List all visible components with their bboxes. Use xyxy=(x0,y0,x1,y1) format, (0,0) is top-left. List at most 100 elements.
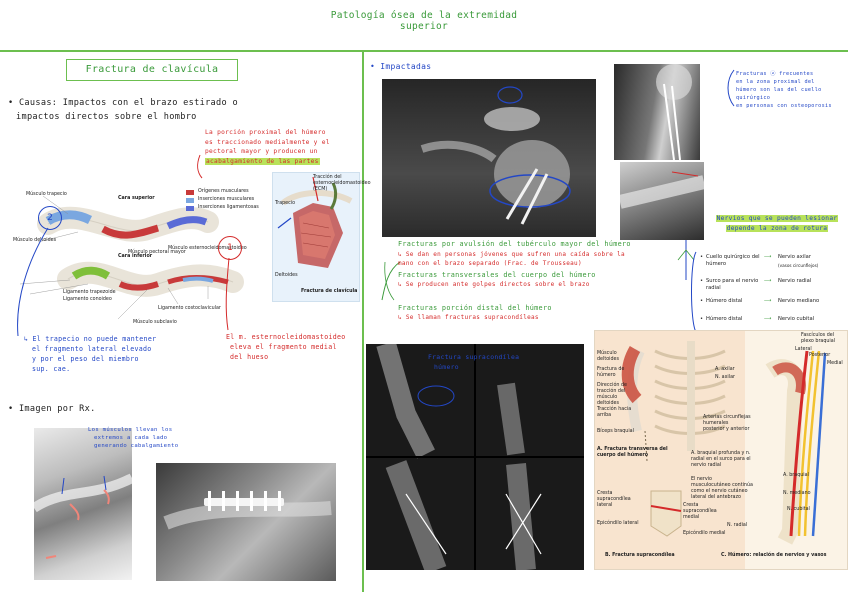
legend-muscle-insertions: Inserciones musculares xyxy=(198,197,255,202)
atlas-label-epicondilo-lateral: Epicóndilo lateral xyxy=(597,521,639,526)
nerve-row: • Húmero distal ⟶ Nervio cubital xyxy=(700,316,846,330)
bullet-icon: • xyxy=(700,278,704,284)
nerve-zone: Húmero distal xyxy=(706,316,743,322)
atlas-caption-c: C. Húmero: relación de nervios y vasos xyxy=(721,553,827,558)
atlas-label-medial: Medial xyxy=(827,361,843,366)
fractures-list: Fracturas por avulsión del tubérculo may… xyxy=(398,240,634,323)
shoulder-ct-image xyxy=(382,79,596,237)
atlas-label-axilar-n: N. axilar xyxy=(715,375,735,380)
marker-2: 2 xyxy=(38,206,62,230)
atlas-label-fractura: Fractura de húmero xyxy=(597,367,625,378)
section-title-box: Fractura de clavícula xyxy=(66,59,238,81)
fx-transverse-title: Fracturas transversales del cuerpo del h… xyxy=(398,270,596,279)
impacted-note-line1: Fracturas ⓐ frecuentes xyxy=(736,71,814,77)
clavicle-xray-plate xyxy=(156,463,336,581)
page-title-line1: Patología ósea de la extremidad xyxy=(330,10,518,21)
label-trapecio: Músculo trapecio xyxy=(26,192,67,197)
marker-2-label: 2 xyxy=(47,213,53,223)
red-note-ecm-line1: El m. esternocleidomastoideo xyxy=(226,333,346,341)
label-inferior: Cara inferior xyxy=(118,254,153,259)
imaging-label: • Imagen por Rx. xyxy=(8,404,96,414)
fx-avulsion-detail: ↳ Se dan en personas jóvenes que sufren … xyxy=(398,250,625,268)
marker-1-label: 1 xyxy=(227,243,233,253)
page-title: Patología ósea de la extremidad superior xyxy=(0,10,848,32)
fx-transverse-detail: ↳ Se producen ante golpes directos sobre… xyxy=(398,281,590,288)
nerve-zone: Cuello quirúrgico del húmero xyxy=(706,254,760,267)
causes-line1: Impactos con el brazo estirado o xyxy=(62,98,238,108)
atlas-label-n-cubital: N. cubital xyxy=(787,507,810,512)
atlas-label-traccion-arriba: Tracción hacia arriba xyxy=(597,407,632,418)
nerve-row: • Cuello quirúrgico del húmero ⟶ Nervio … xyxy=(700,254,846,276)
red-note-line3: pectoral mayor y producen un xyxy=(205,148,318,155)
label-pectoral: Músculo pectoral mayor xyxy=(128,250,186,255)
blue-note-line3: y por el peso del miembro xyxy=(32,355,139,363)
atlas-label-circunflejas: Arterias circunflejas humerales posterio… xyxy=(703,415,751,432)
arrow-icon: ⟶ xyxy=(764,316,772,322)
supracondylar-xray xyxy=(366,344,584,570)
clavicle-diagram-svg xyxy=(19,190,244,320)
blue-note-line2: el fragmento lateral elevado xyxy=(32,345,152,353)
red-note-ecm-line2: eleva el fragmento medial xyxy=(230,343,337,351)
atlas-label-epicondilo-medial: Epicóndilo medial xyxy=(683,531,726,536)
red-note-line2: es traccionado medialmente y el xyxy=(205,138,330,146)
red-note-ecm: El m. esternocleidomastoideo eleva el fr… xyxy=(226,332,361,362)
nerve-row: • Surco para el nervio radial ⟶ Nervio r… xyxy=(700,278,846,296)
fx-distal-detail: ↳ Se llaman fracturas supracondíleas xyxy=(398,314,539,321)
arrow-icon: ⟶ xyxy=(764,254,772,260)
impacted-note-line2: en la zona proximal del xyxy=(736,79,815,85)
label-deltoides-illus: Deltoides xyxy=(275,273,298,278)
atlas-label-cresta-lateral: Cresta supracondílea lateral xyxy=(597,491,631,508)
bullet-icon: • xyxy=(700,298,704,304)
label-ecm: Músculo esternocleidomastoideo xyxy=(168,246,247,251)
humerus-xray-avulsion xyxy=(620,162,704,240)
red-note-line1: La porción proximal del húmero xyxy=(205,129,326,136)
supra-note-line2: húmero xyxy=(434,363,459,371)
impacted-label: • Impactadas xyxy=(370,62,432,71)
atlas-label-lateral: Lateral xyxy=(795,347,812,352)
atlas-label-cresta-medial: Cresta supracondílea medial xyxy=(683,503,717,520)
humerus-atlas-illustration: Músculo deltoides Fractura de húmero Dir… xyxy=(594,330,848,570)
supracondylar-note: Fractura supracondílea húmero xyxy=(428,352,519,372)
impacted-note: Fracturas ⓐ frecuentes en la zona proxim… xyxy=(736,70,844,110)
nerves-title-line2: depende la zona de rotura xyxy=(725,225,829,232)
nerve-name: Nervio radial xyxy=(778,278,812,284)
clavicle-xray-1 xyxy=(34,428,132,580)
atlas-label-braquial-profunda: A. braquial profunda y n. radial en el s… xyxy=(691,451,751,468)
label-trapezoide: Ligamento trapezoide xyxy=(63,290,116,295)
nerves-title-line1: Nervios que se pueden lesionar xyxy=(715,215,839,222)
causes-prefix: • Causas: xyxy=(8,98,58,108)
nerves-title: Nervios que se pueden lesionar depende l… xyxy=(712,214,842,234)
atlas-label-musculocutaneo: El nervio musculocutáneo continúa como e… xyxy=(691,477,753,500)
diagram-legend: Orígenes musculares Inserciones muscular… xyxy=(198,188,259,212)
label-deltoides: Músculo deltoides xyxy=(13,238,57,243)
avulsion-xray-svg xyxy=(620,171,704,209)
red-note-ecm-line3: del hueso xyxy=(230,353,269,361)
xray-muscle-note: Los músculos llevan los extremos a cada … xyxy=(88,426,208,450)
legend-origins: Orígenes musculares xyxy=(198,189,249,194)
atlas-label-fasciculos: Fascículos del plexo braquial xyxy=(801,333,836,344)
supra-note-line1: Fractura supracondílea xyxy=(428,353,520,361)
label-costoclavicular: Ligamento costoclavicular xyxy=(158,306,221,311)
red-note-proximal: La porción proximal del húmero es tracci… xyxy=(205,128,365,166)
blue-note-line1: ↳ El trapecio no puede mantener xyxy=(24,335,157,343)
nerve-name: Nervio mediano xyxy=(778,298,820,304)
atlas-label-n-radial: N. radial xyxy=(727,523,748,528)
atlas-label-posterior: Posterior xyxy=(809,353,831,358)
label-conoideo: Ligamento conoideo xyxy=(63,297,112,302)
nerve-zone: Surco para el nervio radial xyxy=(706,278,759,291)
label-superior: Cara superior xyxy=(118,196,155,201)
blue-note-line4: sup. cae. xyxy=(32,365,71,373)
xray-note-line2: extremos a cada lado xyxy=(94,435,168,441)
label-ecm-traction: Tracción del esternocleidomastoideo (ECM… xyxy=(313,175,371,192)
bullet-icon: • xyxy=(700,316,704,322)
xray-note-line1: Los músculos llevan los xyxy=(88,427,173,433)
arrow-icon: ⟶ xyxy=(764,278,772,284)
atlas-label-biceps: Bíceps braquial xyxy=(597,429,634,434)
nerve-zone: Húmero distal xyxy=(706,298,743,304)
atlas-label-a-braquial: A. braquial xyxy=(783,473,809,478)
blue-note-trapecio: ↳ El trapecio no puede mantener el fragm… xyxy=(24,334,214,374)
xray-1-svg xyxy=(34,473,132,559)
causes-text: • Causas: Impactos con el brazo estirado… xyxy=(8,96,238,124)
clavicle-muscle-illustration: Tracción del esternocleidomastoideo (ECM… xyxy=(272,172,371,302)
fx-avulsion-title: Fracturas por avulsión del tubérculo may… xyxy=(398,240,631,248)
